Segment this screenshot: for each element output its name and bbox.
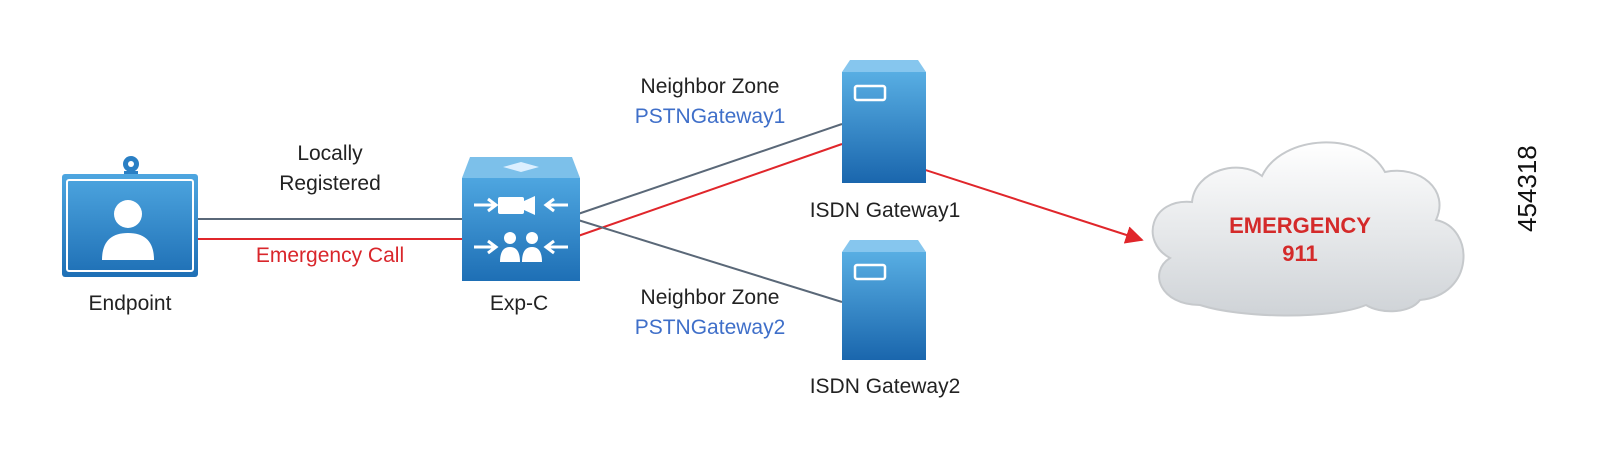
endpoint-label: Endpoint: [88, 292, 172, 315]
zone1-title: Neighbor Zone: [640, 75, 780, 98]
zone1-name: PSTNGateway1: [634, 105, 786, 128]
gateway2-label: ISDN Gateway2: [809, 375, 961, 398]
link-expc-gateway1-emergency: [577, 143, 843, 237]
expressway-icon: [462, 157, 580, 281]
gateway1-label: ISDN Gateway1: [809, 199, 961, 222]
emergency-call-label: Emergency Call: [255, 244, 405, 267]
server-icon: [842, 240, 926, 360]
video-endpoint-icon: [62, 156, 198, 277]
locally-registered-label-line2: Registered: [279, 172, 381, 195]
cloud-label-line2: 911: [1282, 241, 1318, 266]
cloud-label-line1: EMERGENCY: [1229, 213, 1371, 238]
locally-registered-label-line1: Locally: [297, 142, 363, 165]
cloud-icon: [1151, 141, 1465, 317]
link-expc-gateway2: [577, 219, 843, 303]
zone2-title: Neighbor Zone: [640, 286, 780, 309]
figure-id: 454318: [1512, 145, 1542, 232]
link-expc-gateway1: [577, 123, 843, 215]
server-icon: [842, 60, 926, 183]
expc-label: Exp-C: [489, 292, 549, 315]
zone2-name: PSTNGateway2: [634, 316, 786, 339]
